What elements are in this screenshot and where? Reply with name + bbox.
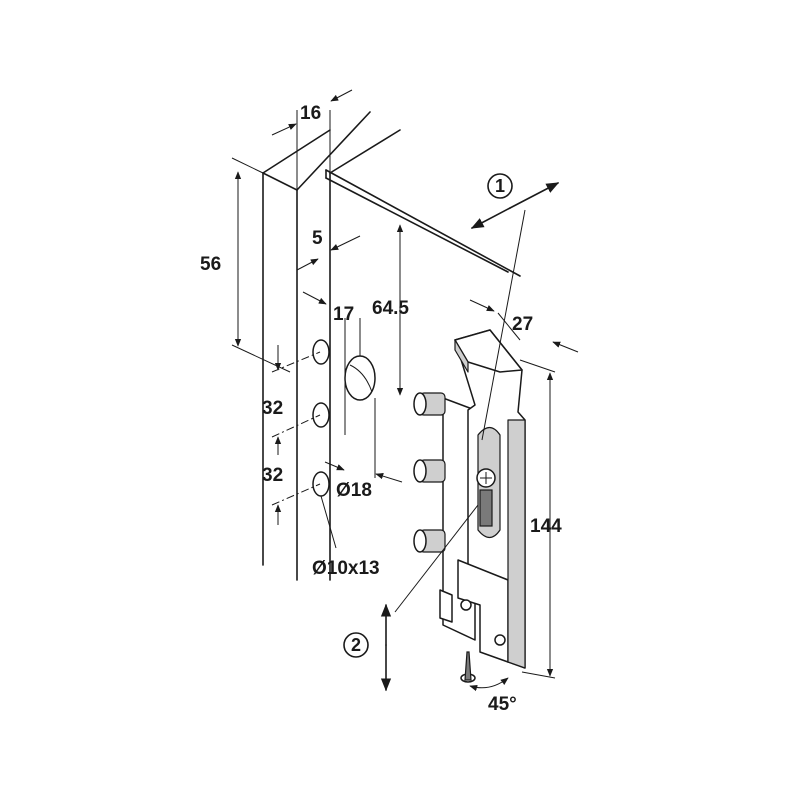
dim-bracket-height: 144 [530, 516, 562, 537]
dim-height-top-hole: 56 [200, 254, 221, 275]
dim-panel-thickness: 16 [300, 103, 321, 124]
dim-hole-spacing-1: 32 [262, 398, 283, 419]
system-hole-bottom [312, 471, 330, 497]
large-hole [344, 355, 376, 401]
angle-arc [469, 677, 509, 692]
cabinet-panel [262, 111, 401, 581]
system-hole-top [312, 339, 330, 365]
dimension-lines [231, 89, 579, 679]
dim-small-hole-size: Ø10x13 [312, 558, 380, 579]
system-holes [312, 339, 376, 497]
dim-big-hole-diameter: Ø18 [336, 480, 372, 501]
system-hole-middle [312, 402, 330, 428]
depth-adjustment-callout: 1 [470, 173, 560, 441]
dim-hole-spacing-2: 32 [262, 465, 283, 486]
dim-bracket-depth: 27 [512, 314, 533, 335]
mounting-screw [460, 651, 476, 683]
dim-hole-offset: 17 [333, 304, 354, 325]
bracket-dowels [413, 392, 446, 553]
callout-1-number: 1 [495, 176, 505, 196]
dim-edge-offset: 5 [312, 228, 323, 249]
dim-slot-distance: 64.5 [372, 298, 409, 319]
dim-screw-angle: 45° [488, 694, 517, 715]
callout-2-number: 2 [351, 635, 361, 655]
runner-bracket [413, 329, 526, 683]
height-adjustment-callout: 2 [343, 504, 479, 692]
drawer-slot [325, 169, 521, 277]
